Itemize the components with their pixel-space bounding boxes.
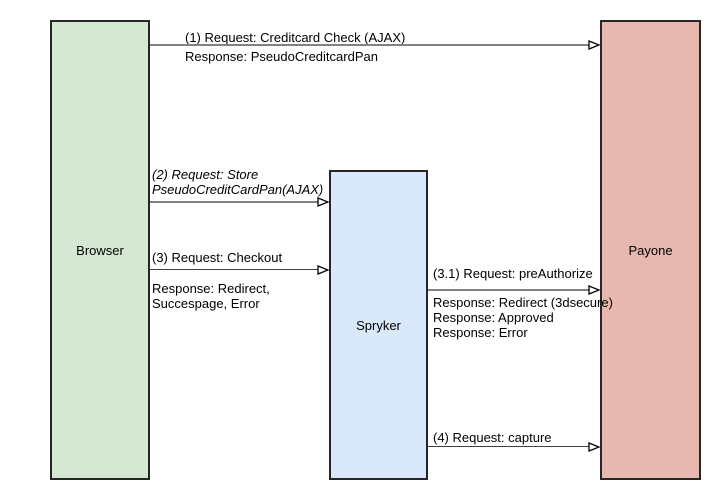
actor-box-spryker: Spryker: [329, 170, 428, 480]
message-3-response-label: Response: Redirect, Succespage, Error: [152, 281, 270, 311]
actor-spryker-label: Spryker: [356, 317, 401, 333]
message-3-request-label: (3) Request: Checkout: [152, 250, 283, 265]
message-4-arrowhead-icon: [588, 442, 600, 452]
actor-box-payone: Payone: [600, 20, 701, 480]
actor-payone-label: Payone: [628, 242, 673, 258]
message-4-request-label: (4) Request: capture: [433, 430, 552, 445]
message-3-1-response-label: Response: Redirect (3dsecure) Response: …: [433, 295, 613, 340]
message-1-request-label: (1) Request: Creditcard Check (AJAX): [185, 30, 406, 45]
message-3-arrow-line: [150, 269, 319, 270]
message-1-arrowhead-icon: [588, 40, 600, 50]
message-2-arrowhead-icon: [317, 197, 329, 207]
message-3-1-request-label: (3.1) Request: preAuthorize: [433, 266, 593, 281]
message-4-arrow-line: [428, 446, 590, 447]
message-3-1-arrow-line: [428, 289, 590, 291]
message-3-1-arrowhead-icon: [588, 285, 600, 295]
message-2-arrow-line: [150, 201, 319, 203]
message-3-arrowhead-icon: [317, 265, 329, 275]
actor-box-browser: Browser: [50, 20, 150, 480]
message-1-response-label: Response: PseudoCreditcardPan: [185, 49, 378, 64]
actor-browser-label: Browser: [76, 242, 124, 258]
message-2-request-label: (2) Request: Store PseudoCreditCardPan(A…: [152, 167, 324, 197]
message-1-arrow-line: [150, 44, 590, 46]
